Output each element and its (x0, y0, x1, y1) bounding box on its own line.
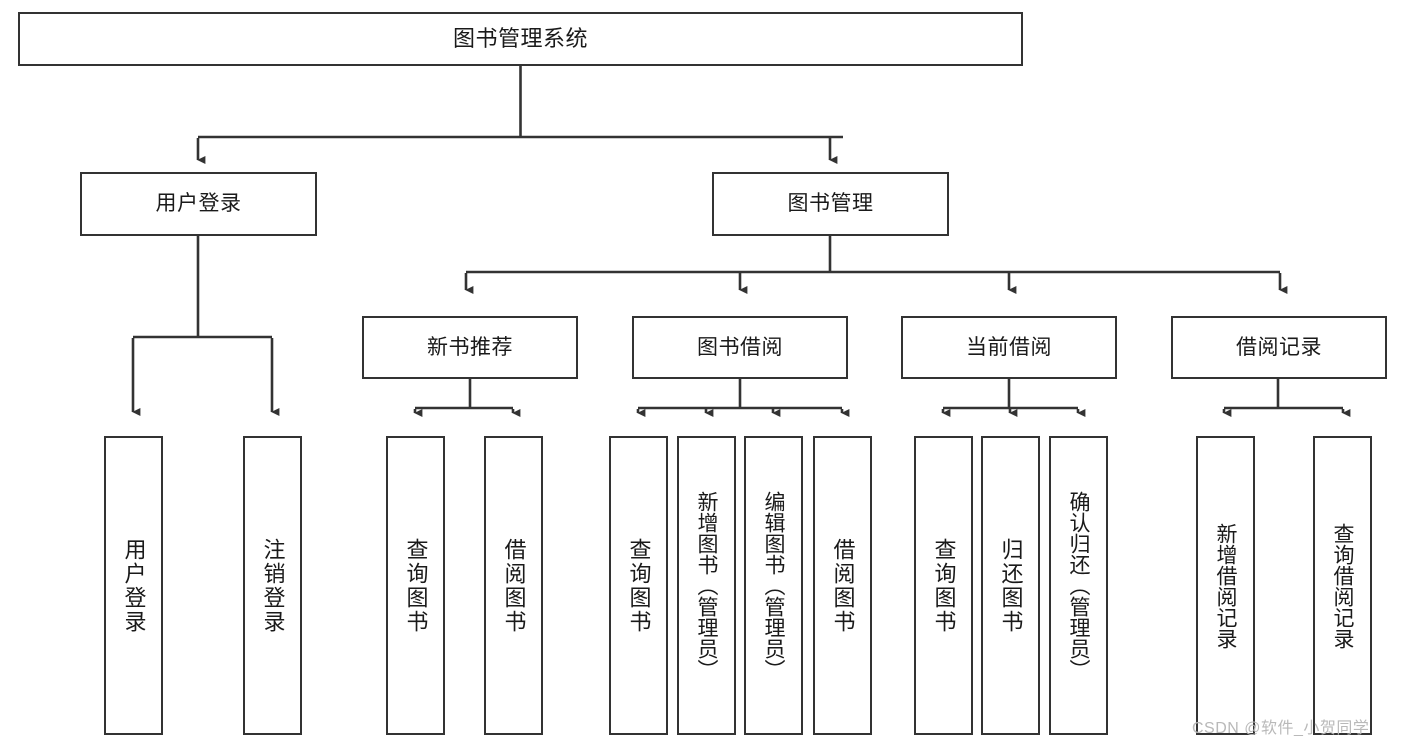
node-user-login[interactable]: 用户登录 (80, 172, 317, 236)
node-label: 归还图书 (998, 537, 1024, 634)
node-label: 查询图书 (403, 537, 429, 634)
node-new-book-recommend[interactable]: 新书推荐 (362, 316, 578, 379)
leaf-query-book-recommend[interactable]: 查询图书 (386, 436, 445, 735)
csdn-watermark: CSDN @软件_小贺同学 (1192, 720, 1370, 737)
node-label: 新增图书（管理员） (695, 491, 718, 680)
leaf-user-login[interactable]: 用户登录 (104, 436, 163, 735)
leaf-add-book-admin[interactable]: 新增图书（管理员） (677, 436, 736, 735)
node-label: 借阅图书 (830, 537, 856, 634)
node-label: 查询图书 (931, 537, 957, 634)
node-label: 借阅图书 (501, 537, 527, 634)
node-label: 确认归还（管理员） (1067, 491, 1090, 680)
node-root-book-management-system[interactable]: 图书管理系统 (18, 12, 1023, 66)
node-label: 注销登录 (260, 537, 286, 634)
leaf-borrow-book[interactable]: 借阅图书 (813, 436, 872, 735)
leaf-confirm-return-admin[interactable]: 确认归还（管理员） (1049, 436, 1108, 735)
node-book-management[interactable]: 图书管理 (712, 172, 949, 236)
node-label: 图书管理 (787, 192, 874, 216)
leaf-return-book[interactable]: 归还图书 (981, 436, 1040, 735)
node-label: 图书管理系统 (452, 25, 588, 51)
node-borrow-record[interactable]: 借阅记录 (1171, 316, 1387, 379)
node-label: 当前借阅 (966, 335, 1052, 359)
node-label: 查询借阅记录 (1331, 522, 1354, 649)
leaf-logout-login[interactable]: 注销登录 (243, 436, 302, 735)
leaf-borrow-book-recommend[interactable]: 借阅图书 (484, 436, 543, 735)
leaf-query-borrow-record[interactable]: 查询借阅记录 (1313, 436, 1372, 735)
node-label: 新增借阅记录 (1214, 522, 1237, 649)
leaf-query-book-current[interactable]: 查询图书 (914, 436, 973, 735)
node-book-borrow[interactable]: 图书借阅 (632, 316, 848, 379)
node-label: 查询图书 (626, 537, 652, 634)
leaf-add-borrow-record[interactable]: 新增借阅记录 (1196, 436, 1255, 735)
node-label: 用户登录 (155, 192, 242, 216)
node-label: 借阅记录 (1236, 335, 1322, 359)
node-label: 新书推荐 (427, 335, 513, 359)
leaf-query-book-borrow[interactable]: 查询图书 (609, 436, 668, 735)
node-label: 编辑图书（管理员） (762, 491, 785, 680)
leaf-edit-book-admin[interactable]: 编辑图书（管理员） (744, 436, 803, 735)
node-label: 用户登录 (121, 537, 147, 634)
node-current-borrow[interactable]: 当前借阅 (901, 316, 1117, 379)
node-label: 图书借阅 (697, 335, 783, 359)
